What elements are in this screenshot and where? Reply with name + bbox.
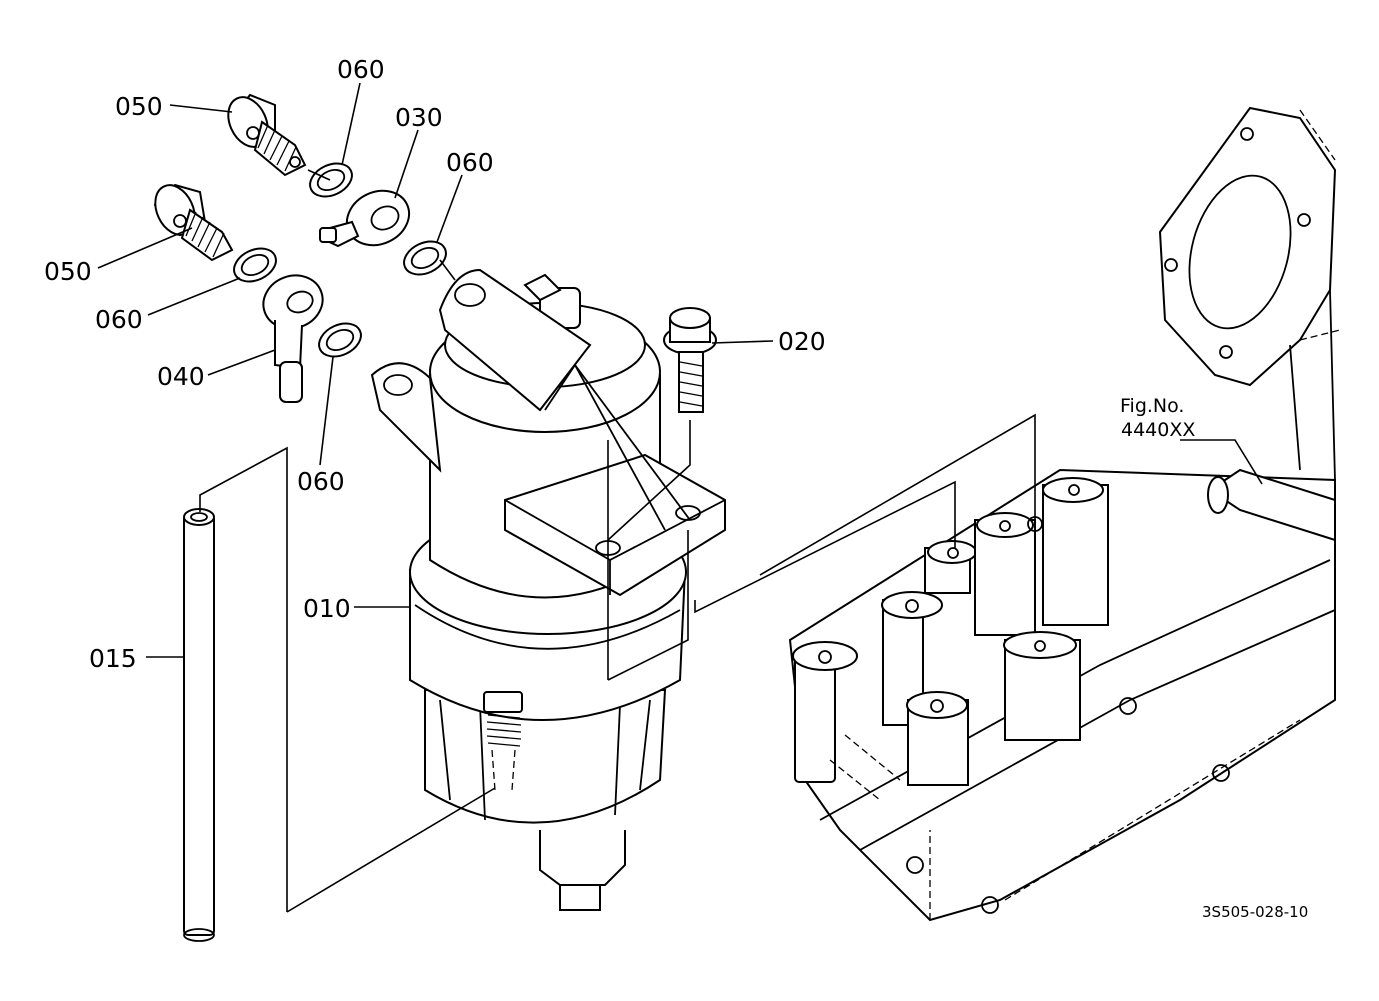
washer-060-left [233, 247, 277, 283]
callout-010: 010 [303, 594, 351, 623]
callout-060-low: 060 [297, 467, 345, 496]
washer-060-mid [403, 240, 447, 276]
fig-number: 4440XX [1121, 419, 1195, 441]
callout-060-top: 060 [337, 55, 385, 84]
washer-060-low [318, 322, 362, 358]
callout-060-left: 060 [95, 305, 143, 334]
fuel-filter-010 [370, 268, 726, 911]
callout-015: 015 [89, 644, 137, 673]
fig-label: Fig.No. [1120, 395, 1184, 417]
engine-block [788, 106, 1341, 922]
banjo-bolt-050-top [227, 93, 307, 177]
joint-040 [262, 274, 324, 403]
leader-lines [97, 82, 1263, 913]
drawing-code: 3S505-028-10 [1202, 903, 1308, 921]
joint-030 [319, 189, 411, 248]
hose-015 [183, 508, 215, 942]
callouts: 050 060 030 060 050 060 040 060 020 010 … [44, 55, 826, 673]
figure-reference: Fig.No. 4440XX [1120, 395, 1195, 441]
callout-020: 020 [778, 327, 826, 356]
callout-050-left: 050 [44, 257, 92, 286]
callout-050-top: 050 [115, 92, 163, 121]
bolt-020 [663, 307, 717, 413]
banjo-bolt-050-left [153, 183, 234, 262]
callout-040: 040 [157, 362, 205, 391]
callout-030: 030 [395, 103, 443, 132]
washer-060-top [309, 162, 353, 198]
callout-060-mid: 060 [446, 148, 494, 177]
